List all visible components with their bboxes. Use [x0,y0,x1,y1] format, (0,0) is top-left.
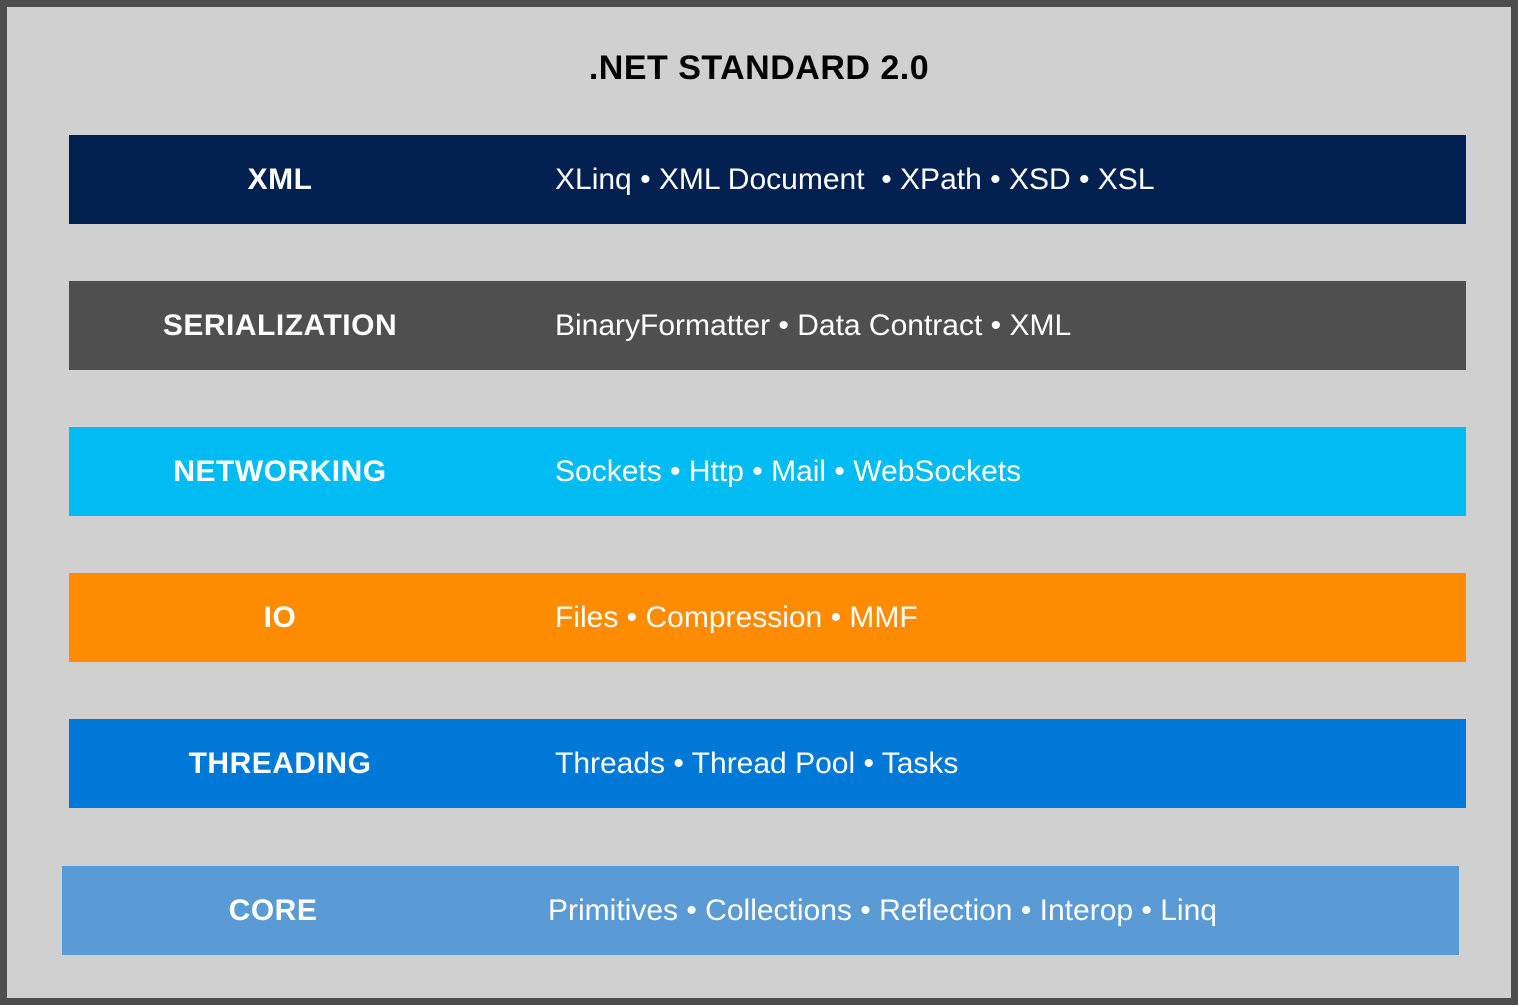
layer-serialization: SERIALIZATION BinaryFormatter • Data Con… [69,281,1466,370]
layer-serialization-label: SERIALIZATION [162,308,398,342]
diagram-canvas: .NET STANDARD 2.0 XML XLinq • XML Docume… [7,7,1511,998]
layer-threading-items: Threads • Thread Pool • Tasks [555,746,959,780]
layer-networking-items: Sockets • Http • Mail • WebSockets [555,454,1022,488]
layer-networking: NETWORKING Sockets • Http • Mail • WebSo… [69,427,1466,516]
layer-io-items: Files • Compression • MMF [555,600,918,634]
layer-xml: XML XLinq • XML Document • XPath • XSD •… [69,135,1466,224]
diagram-title: .NET STANDARD 2.0 [588,49,930,87]
layer-threading: THREADING Threads • Thread Pool • Tasks [69,719,1466,808]
layer-core-label: CORE [228,893,318,927]
layer-core-items: Primitives • Collections • Reflection • … [548,893,1217,927]
layer-io: IO Files • Compression • MMF [69,573,1466,662]
layer-xml-label: XML [247,162,313,196]
layer-xml-items: XLinq • XML Document • XPath • XSD • XSL [555,162,1155,196]
layer-serialization-items: BinaryFormatter • Data Contract • XML [555,308,1072,342]
layer-networking-label: NETWORKING [173,454,387,488]
layer-io-label: IO [263,600,297,634]
layer-core: CORE Primitives • Collections • Reflecti… [62,866,1459,955]
layer-threading-label: THREADING [188,746,372,780]
